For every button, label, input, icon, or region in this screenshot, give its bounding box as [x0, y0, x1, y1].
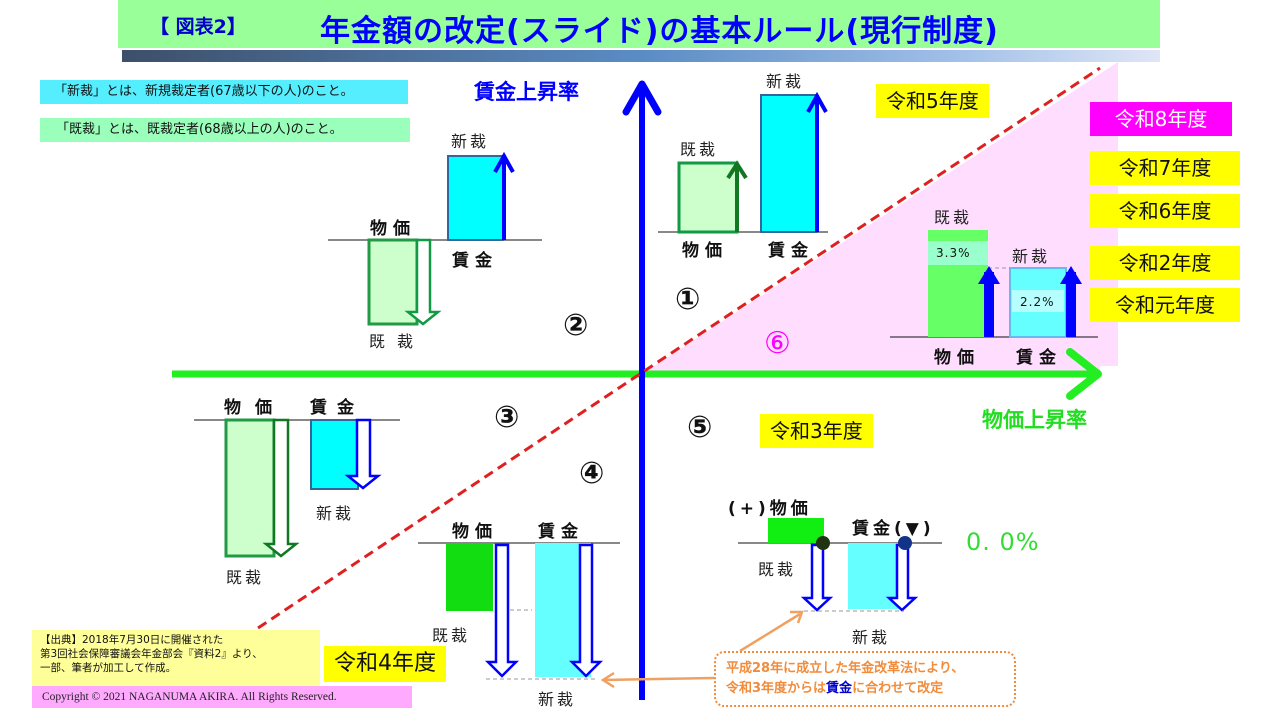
region-2-marker: ② [563, 308, 589, 343]
r2-bukka-label: 物価 [370, 219, 416, 239]
r3-chingin-label: 賃金 [310, 398, 364, 418]
r5-chingin-down-label: 賃金(▼) [852, 519, 935, 539]
r4-price-bar [446, 543, 493, 611]
callout-line-1: 平成28年に成立した年金改革法により、 [726, 661, 965, 676]
r6-shinsai-pct: 2.2% [1020, 295, 1055, 309]
r5-wage-point [898, 536, 912, 550]
r1-shinsai-label: 新裁 [766, 72, 805, 91]
region-6-area [642, 62, 1118, 374]
r6-bukka-label: 物価 [934, 348, 980, 368]
r1-wage-bar [760, 94, 818, 233]
r1-kisai-label: 既裁 [680, 140, 719, 159]
year-tag-r8: 令和8年度 [1090, 102, 1232, 136]
price-axis-label: 物価上昇率 [982, 408, 1087, 432]
region-5-marker: ⑤ [687, 410, 713, 445]
note-shinsai: 「新裁」とは、新規裁定者(67歳以下の人)のこと。 [40, 80, 408, 104]
region-1-marker: ① [675, 282, 701, 317]
source-line-2: 第3回社会保障審議会年金部会『資料2』より、 [40, 648, 263, 660]
page-title: 年金額の改定(スライド)の基本ルール(現行制度) [320, 14, 999, 49]
r4-shinsai-label: 新裁 [538, 690, 577, 709]
callout-line-2: 令和3年度からは賃金に合わせて改定 [726, 679, 1014, 699]
callout-line-2-pre: 令和3年度からは [726, 681, 827, 696]
region-4-marker: ④ [579, 456, 605, 491]
law-change-callout: 平成28年に成立した年金改革法により、 令和3年度からは賃金に合わせて改定 [714, 651, 1016, 707]
r3-price-bar [224, 418, 276, 558]
r5-price-bar [768, 518, 824, 543]
figure-label: 【 図表2】 [150, 16, 246, 38]
r3-bukka-label: 物価 [224, 398, 286, 418]
wage-axis-label: 賃金上昇率 [474, 80, 579, 104]
r1-chingin-label: 賃金 [768, 241, 814, 261]
callout-line-2-post: に合わせて改定 [852, 681, 944, 696]
r4-kisai-label: 既裁 [432, 626, 471, 645]
r6-kisai-label: 既裁 [934, 208, 973, 227]
r4-bukka-label: 物価 [452, 522, 498, 542]
r2-price-bar [367, 238, 419, 326]
note-kisai: 「既裁」とは、既裁定者(68歳以上の人)のこと。 [40, 118, 410, 142]
title-bar [118, 0, 1160, 48]
gradient-divider [122, 50, 1160, 62]
r6-kisai-pct: 3.3% [936, 246, 971, 260]
wage-axis-arrowhead-icon [622, 80, 662, 116]
year-tag-r7: 令和7年度 [1090, 151, 1240, 185]
r5-zero-rate: 0. 0% [966, 528, 1040, 556]
source-note: 【出典】2018年7月30日に開催された 第3回社会保障審議会年金部会『資料2』… [32, 630, 320, 687]
r1-price-bar [677, 161, 739, 234]
r5-price-point [816, 536, 830, 550]
region-6-marker: ⑥ [764, 326, 791, 361]
r2-chingin-label: 賃金 [452, 251, 498, 271]
r1-bukka-label: 物価 [682, 241, 728, 261]
copyright: Copyright © 2021 NAGANUMA AKIRA. All Rig… [32, 686, 412, 708]
r3-shinsai-label: 新裁 [316, 504, 355, 523]
source-line-3: 一部、筆者が加工して作成。 [40, 662, 177, 674]
year-tag-r4: 令和4年度 [324, 646, 446, 682]
r5-kisai-label: 既裁 [758, 560, 797, 579]
year-tag-r2: 令和2年度 [1090, 246, 1240, 280]
callout-highlight: 賃金 [826, 681, 853, 696]
r3-kisai-label: 既裁 [226, 568, 265, 587]
r5-shinsai-label: 新裁 [852, 628, 891, 647]
r2-shinsai-label: 新裁 [451, 132, 490, 151]
r6-shinsai-label: 新裁 [1012, 247, 1051, 266]
year-tag-r1: 令和元年度 [1090, 288, 1240, 322]
price-axis-arrowhead-icon [1066, 348, 1102, 400]
year-tag-r6: 令和6年度 [1090, 194, 1240, 228]
r2-kisai-label: 既裁 [369, 332, 426, 351]
region-3-marker: ③ [494, 400, 520, 435]
r5-bukka-plus-label: (+)物価 [728, 499, 812, 519]
r6-chingin-label: 賃金 [1016, 348, 1062, 368]
equal-rate-dashed-line [257, 66, 1101, 630]
year-tag-r3: 令和3年度 [760, 414, 873, 448]
source-line-1: 【出典】2018年7月30日に開催された [40, 634, 224, 646]
year-tag-r5: 令和5年度 [876, 84, 989, 118]
r4-chingin-label: 賃金 [538, 522, 584, 542]
